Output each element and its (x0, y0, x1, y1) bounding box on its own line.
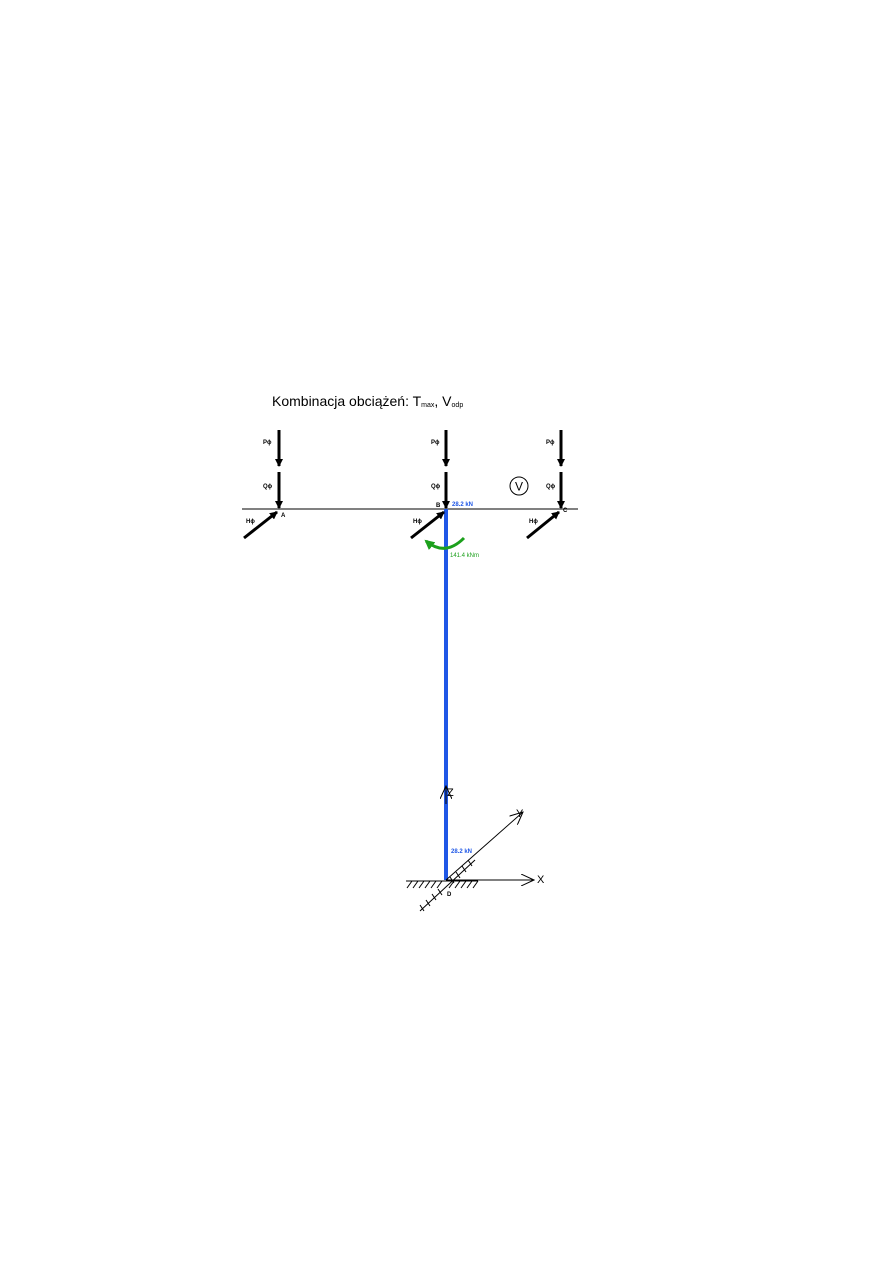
load-h-label-b: Hϕ (413, 519, 422, 525)
load-q-label-b: Qϕ (431, 484, 441, 490)
x-axis-label: X (537, 874, 545, 886)
moment-label: 141.4 kNm (450, 553, 479, 559)
load-h-arrow-b (410, 510, 445, 540)
moment-arc (424, 536, 466, 550)
title-v-subscript: odp (451, 402, 464, 409)
load-group-b: Pϕ Qϕ Hϕ B (410, 430, 450, 540)
title-prefix: Kombinacja obciążeń: T (272, 393, 422, 409)
node-label-a: A (281, 513, 286, 519)
load-group-a: Pϕ Qϕ Hϕ A (243, 430, 286, 540)
v-circle-label: V (515, 480, 523, 494)
load-p-label-c: Pϕ (546, 440, 555, 446)
y-axis-line (445, 812, 523, 881)
title-t-subscript: max (421, 402, 435, 409)
load-h-arrow-c (526, 510, 560, 540)
load-group-c: Pϕ Qϕ Hϕ C (526, 430, 568, 540)
load-p-label-a: Pϕ (263, 440, 272, 446)
fixed-support (406, 859, 479, 912)
node-label-c: C (563, 508, 568, 514)
load-q-label-c: Qϕ (546, 484, 556, 490)
load-h-label-c: Hϕ (529, 519, 538, 525)
node-label-b: B (436, 503, 441, 509)
z-axis-label: Z (447, 787, 454, 799)
load-p-label-b: Pϕ (431, 440, 440, 446)
diagram-title: Kombinacja obciążeń: Tmax, Vodp (272, 393, 463, 409)
v-circle-symbol (509, 476, 529, 496)
title-separator: , V (434, 393, 452, 409)
load-q-label-a: Qϕ (263, 484, 273, 490)
y-axis-label: Y (516, 808, 524, 820)
force-top-label: 28.2 kN (452, 502, 473, 508)
load-h-arrow-a (243, 510, 278, 540)
node-label-d: D (447, 892, 452, 898)
force-base-label: 28.2 kN (451, 849, 472, 855)
load-h-label-a: Hϕ (246, 519, 255, 525)
